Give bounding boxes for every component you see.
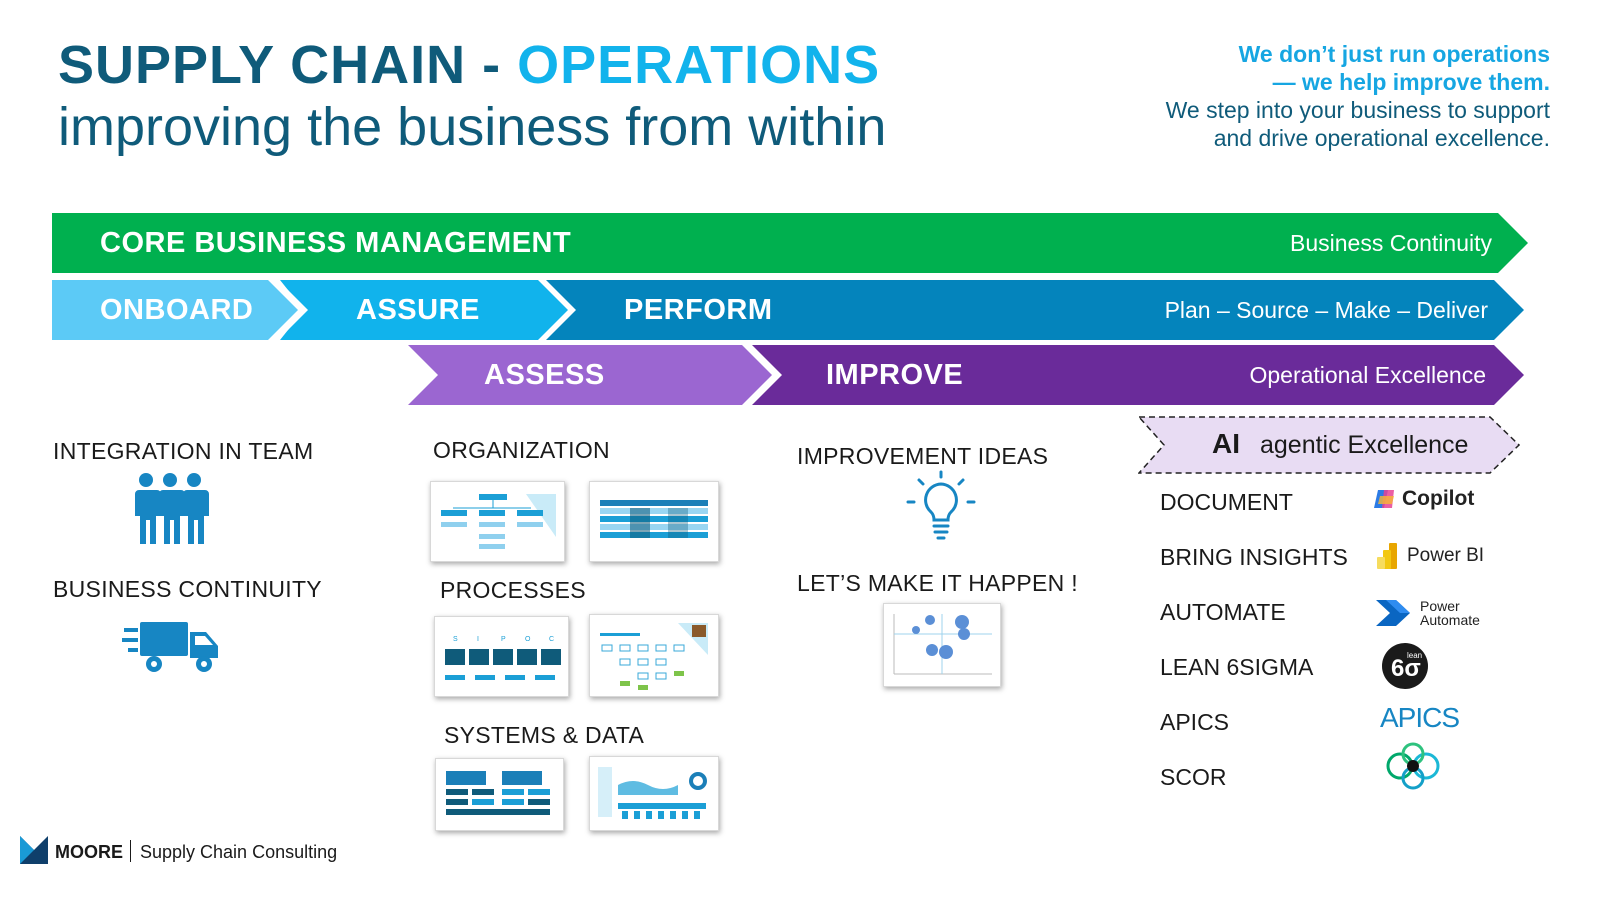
tool-lean-label: LEAN 6SIGMA bbox=[1160, 654, 1314, 680]
tagline: We don’t just run operations — we help i… bbox=[1166, 40, 1550, 152]
team-icon bbox=[130, 472, 210, 551]
title-part-1: SUPPLY CHAIN - bbox=[58, 35, 518, 95]
svg-text:O: O bbox=[525, 636, 531, 643]
assure-label: ASSURE bbox=[356, 293, 480, 326]
footer-divider bbox=[130, 840, 131, 862]
process-flow-thumbnail: S I P O C bbox=[434, 616, 569, 697]
copilot-text: Copilot bbox=[1402, 487, 1475, 510]
power-automate-icon bbox=[1376, 600, 1410, 626]
apics-logo: APICS bbox=[1380, 702, 1460, 733]
tagline-normal-2: and drive operational excellence. bbox=[1213, 125, 1550, 151]
tagline-bold-1: We don’t just run operations bbox=[1238, 41, 1550, 67]
footer-subtitle: Supply Chain Consulting bbox=[140, 842, 338, 862]
copilot-logo: Copilot bbox=[1372, 486, 1474, 512]
title-part-2: OPERATIONS bbox=[517, 35, 881, 95]
power-automate-text-1: Power bbox=[1420, 598, 1460, 614]
copilot-icon bbox=[1374, 490, 1394, 508]
assess-label: ASSESS bbox=[484, 358, 605, 391]
processes-label: PROCESSES bbox=[440, 577, 586, 603]
organization-matrix-thumbnail bbox=[589, 481, 719, 562]
improve-bar: IMPROVE Operational Excellence bbox=[750, 345, 1524, 405]
business-continuity-section-label: BUSINESS CONTINUITY bbox=[53, 576, 322, 602]
process-map-thumbnail bbox=[589, 614, 719, 697]
onboard-bar: ONBOARD bbox=[52, 280, 298, 340]
lightbulb-icon bbox=[904, 470, 978, 553]
organization-label: ORGANIZATION bbox=[433, 437, 610, 463]
perform-bar: PERFORM Plan – Source – Make – Deliver bbox=[540, 280, 1524, 340]
svg-text:C: C bbox=[549, 636, 554, 643]
core-business-label: CORE BUSINESS MANAGEMENT bbox=[100, 226, 572, 259]
lean-six-sigma-logo: 6σ lean bbox=[1381, 642, 1429, 695]
lean-text: lean bbox=[1407, 651, 1422, 660]
lets-make-it-happen-label: LET’S MAKE IT HAPPEN ! bbox=[797, 570, 1078, 596]
ai-agentic-banner bbox=[1137, 416, 1521, 474]
perform-label: PERFORM bbox=[624, 293, 773, 326]
prioritization-matrix-thumbnail bbox=[883, 603, 1001, 687]
organization-chart-thumbnail bbox=[430, 481, 565, 562]
systems-data-label: SYSTEMS & DATA bbox=[444, 722, 645, 748]
page-title: SUPPLY CHAIN - OPERATIONS bbox=[58, 34, 880, 96]
tagline-bold-2: — we help improve them. bbox=[1272, 69, 1550, 95]
scor-logo bbox=[1380, 742, 1446, 795]
power-bi-icon bbox=[1377, 543, 1397, 569]
integration-in-team-label: INTEGRATION IN TEAM bbox=[53, 438, 314, 464]
svg-text:S: S bbox=[453, 636, 458, 643]
systems-architecture-thumbnail bbox=[435, 758, 564, 831]
moore-brand: MOORE bbox=[55, 842, 124, 862]
tool-document-label: DOCUMENT bbox=[1160, 489, 1293, 515]
moore-logo-icon bbox=[20, 836, 48, 869]
ai-label: AI bbox=[1212, 428, 1240, 459]
perform-detail-label: Plan – Source – Make – Deliver bbox=[1164, 296, 1488, 323]
assure-bar: ASSURE bbox=[280, 280, 568, 340]
tool-apics-label: APICS bbox=[1160, 709, 1230, 735]
agentic-excellence-label: agentic Excellence bbox=[1260, 431, 1469, 459]
power-automate-logo: Power Automate bbox=[1374, 598, 1480, 628]
business-continuity-label: Business Continuity bbox=[1290, 229, 1492, 256]
svg-text:I: I bbox=[477, 636, 479, 643]
power-automate-text-2: Automate bbox=[1420, 612, 1480, 628]
tool-scor-label: SCOR bbox=[1160, 764, 1227, 790]
svg-text:P: P bbox=[501, 636, 506, 643]
svg-text:6σ: 6σ bbox=[1391, 655, 1421, 682]
tool-insights-label: BRING INSIGHTS bbox=[1160, 544, 1348, 570]
operational-excellence-label: Operational Excellence bbox=[1249, 361, 1486, 388]
assess-bar: ASSESS bbox=[408, 345, 772, 405]
onboard-label: ONBOARD bbox=[100, 293, 254, 326]
improvement-ideas-label: IMPROVEMENT IDEAS bbox=[797, 443, 1049, 469]
delivery-truck-icon bbox=[122, 618, 222, 679]
core-business-bar: CORE BUSINESS MANAGEMENT Business Contin… bbox=[52, 213, 1528, 273]
ai-agentic-text: AI agentic Excellence bbox=[1212, 428, 1468, 460]
improve-label: IMPROVE bbox=[826, 358, 964, 391]
tool-automate-label: AUTOMATE bbox=[1160, 599, 1286, 625]
power-bi-text: Power BI bbox=[1407, 545, 1485, 566]
tagline-normal-1: We step into your business to support bbox=[1165, 97, 1550, 123]
power-automate-text: Power Automate bbox=[1420, 599, 1480, 627]
page-subtitle: improving the business from within bbox=[58, 97, 887, 157]
power-bi-logo: Power BI bbox=[1375, 541, 1484, 571]
dashboard-thumbnail bbox=[589, 756, 719, 831]
